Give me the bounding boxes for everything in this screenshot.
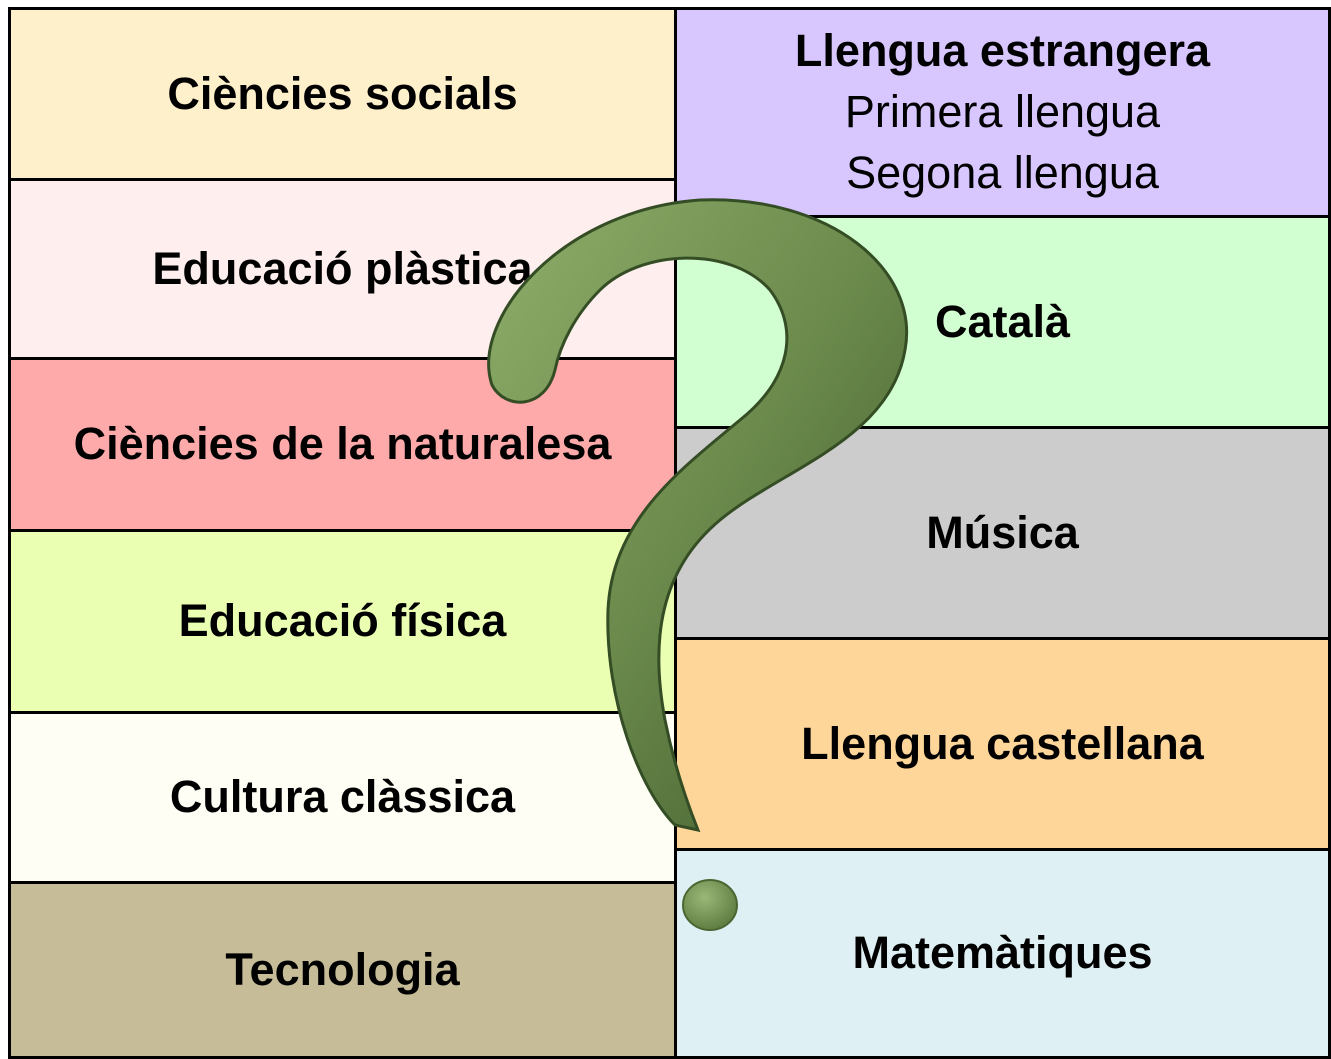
subjects-board: Ciències socials Educació plàstica Ciènc…	[8, 7, 1331, 1059]
subject-label: Llengua castellana	[801, 717, 1204, 769]
subject-label: Ciències socials	[167, 67, 518, 119]
subject-label: Matemàtiques	[852, 927, 1153, 979]
subject-label: Llengua estrangera	[794, 25, 1211, 77]
right-column: Llengua estrangera Primera llengua Segon…	[677, 7, 1331, 1059]
subject-label: Ciències de la naturalesa	[73, 418, 612, 470]
subject-matematiques: Matemàtiques	[677, 851, 1331, 1059]
subject-catala: Català	[677, 218, 1331, 429]
subject-label: Música	[926, 506, 1079, 558]
subject-ciencies-naturalesa: Ciències de la naturalesa	[8, 360, 677, 532]
subject-llengua-castellana: Llengua castellana	[677, 640, 1331, 851]
subject-llengua-estrangera: Llengua estrangera Primera llengua Segon…	[677, 7, 1331, 218]
subject-musica: Música	[677, 429, 1331, 640]
subject-label: Educació plàstica	[152, 242, 533, 294]
subject-sublabel-primera: Primera llengua	[844, 86, 1161, 138]
subject-educacio-fisica: Educació física	[8, 532, 677, 714]
subject-label: Tecnologia	[225, 943, 460, 995]
subject-label: Cultura clàssica	[169, 771, 516, 823]
subject-ciencies-socials: Ciències socials	[8, 7, 677, 181]
subject-sublabel-segona: Segona llengua	[846, 146, 1159, 198]
subject-label: Educació física	[178, 595, 507, 647]
subject-tecnologia: Tecnologia	[8, 884, 677, 1059]
left-column: Ciències socials Educació plàstica Ciènc…	[8, 7, 677, 1059]
subject-educacio-plastica: Educació plàstica	[8, 181, 677, 360]
subject-label: Català	[934, 295, 1071, 347]
subject-cultura-classica: Cultura clàssica	[8, 714, 677, 884]
